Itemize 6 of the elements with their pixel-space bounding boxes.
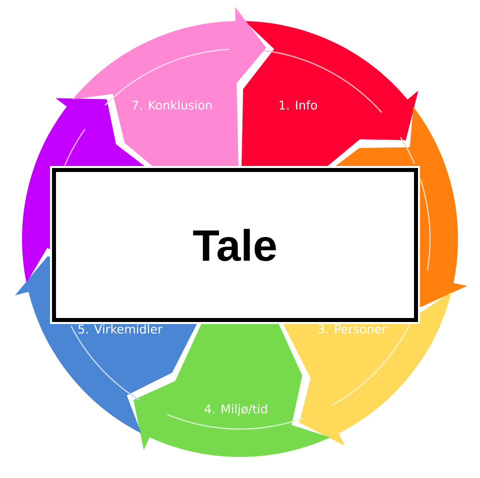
arrow-segment: 1. Info (242, 21, 418, 166)
arrow-segment: 3. Personer (283, 292, 452, 446)
title-box: Tale (52, 168, 418, 322)
arrow-segment: 7. Konklusion (72, 7, 266, 166)
arrow-segment (22, 98, 144, 284)
arrow-segment: 5. Virkemidler (14, 256, 197, 434)
